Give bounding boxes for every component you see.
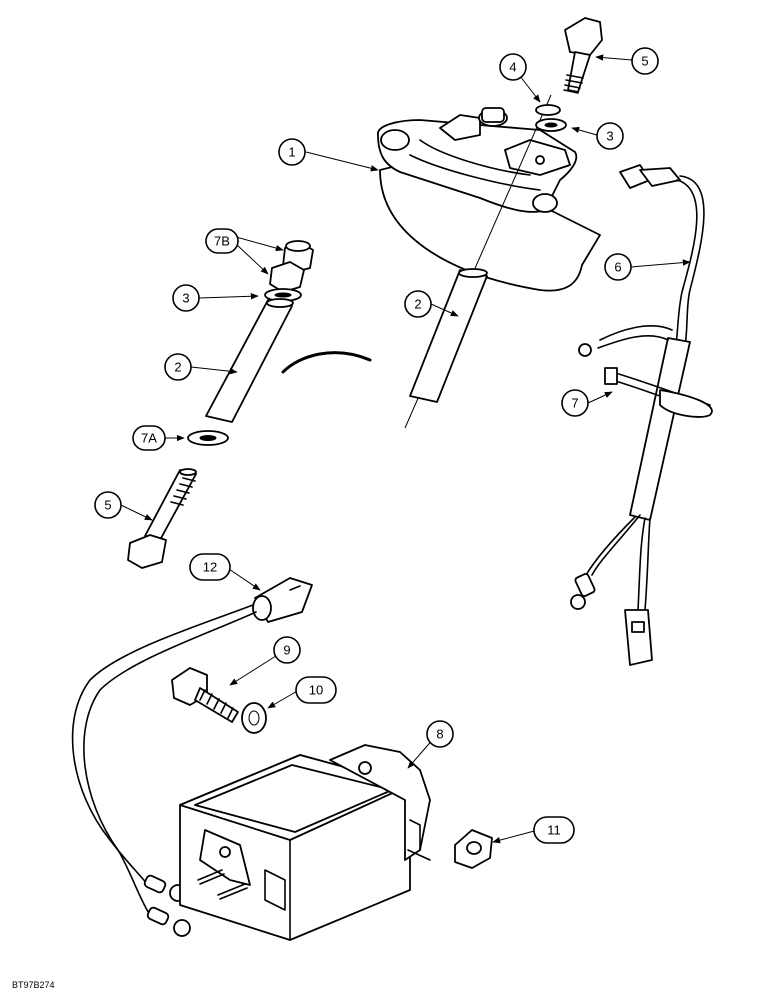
- callout-10-label: 10: [309, 683, 323, 698]
- callout-12: 12: [189, 553, 231, 581]
- callout-2-center: 2: [404, 290, 432, 318]
- callout-11-label: 11: [547, 823, 561, 838]
- flasher-module-part: [179, 744, 431, 941]
- callout-6-label: 6: [614, 260, 621, 275]
- callout-4: 4: [499, 53, 527, 81]
- washer-7a-part: [187, 430, 229, 446]
- callout-6: 6: [604, 253, 632, 281]
- callout-4-label: 4: [509, 60, 516, 75]
- spacer-tube-left-part: [205, 298, 294, 423]
- callout-7a-label: 7A: [141, 431, 157, 446]
- callout-5-top: 5: [631, 47, 659, 75]
- callout-8-label: 8: [436, 727, 443, 742]
- callout-5-left: 5: [94, 491, 122, 519]
- callout-3-left-label: 3: [182, 291, 189, 306]
- callout-12-label: 12: [203, 560, 217, 575]
- callout-3-left: 3: [172, 284, 200, 312]
- callout-7b-label: 7B: [214, 234, 230, 249]
- callout-10: 10: [295, 676, 337, 704]
- horn-part: [377, 107, 601, 292]
- callout-5-left-label: 5: [104, 498, 111, 513]
- callout-8: 8: [426, 720, 454, 748]
- bolt-left-part: [127, 468, 197, 569]
- callout-3-top-label: 3: [606, 129, 613, 144]
- callout-2-left: 2: [164, 353, 192, 381]
- callout-7b: 7B: [205, 228, 239, 254]
- callout-5-top-label: 5: [641, 54, 648, 69]
- bolt-top-part: [563, 17, 603, 94]
- wiring-harness-part: [570, 164, 713, 666]
- washer-10-part: [241, 702, 267, 734]
- callout-7-label: 7: [571, 396, 578, 411]
- washer-4-part: [535, 104, 561, 116]
- callout-7: 7: [561, 389, 589, 417]
- rotation-indicator: [281, 351, 372, 374]
- nut-11-part: [454, 829, 493, 869]
- callout-2-left-label: 2: [174, 360, 181, 375]
- callout-1-label: 1: [288, 145, 295, 160]
- nut-7b-lower-part: [269, 261, 305, 293]
- callout-9: 9: [273, 636, 301, 664]
- callout-9-label: 9: [283, 643, 290, 658]
- lockwasher-top-part: [535, 118, 567, 132]
- callout-1: 1: [278, 138, 306, 166]
- callout-2-center-label: 2: [414, 297, 421, 312]
- callout-7a: 7A: [132, 425, 166, 451]
- connector-12-part: [71, 577, 313, 916]
- callout-11: 11: [533, 816, 575, 844]
- bolt-9-part: [171, 667, 239, 723]
- spacer-tube-center-part: [409, 268, 488, 403]
- callout-3-top: 3: [596, 122, 624, 150]
- ring-terminals-part: [143, 874, 191, 937]
- figure-code: BT97B274: [12, 980, 55, 990]
